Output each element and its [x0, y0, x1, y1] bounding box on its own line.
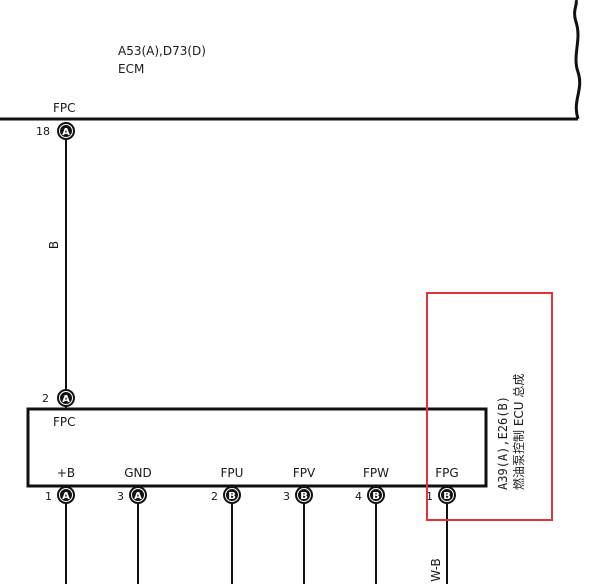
connector-letter: B: [300, 491, 308, 502]
ecu-pin-name: GND: [124, 466, 152, 480]
ecu-pin-name: +B: [57, 466, 75, 480]
connector-letter: B: [228, 491, 236, 502]
ecu-pin-number: 4: [355, 490, 362, 503]
ecu-pin-number: 3: [283, 490, 290, 503]
ecm-box: [0, 0, 582, 121]
ecm-connector-letter: A: [62, 127, 70, 138]
ecu-pin-number: 1: [426, 490, 433, 503]
ecm-title-line2: ECM: [118, 62, 144, 76]
ecu-pin-name: FPW: [363, 466, 389, 480]
connector-letter: A: [62, 491, 70, 502]
connector-letter: B: [372, 491, 380, 502]
connector-letter: A: [134, 491, 142, 502]
ecu-pin-number: 1: [45, 490, 52, 503]
ecu-pin-number: 2: [211, 490, 218, 503]
ecu-pin-name: FPU: [221, 466, 244, 480]
wire-fpg-color-label: W-B: [429, 558, 443, 582]
connector-letter: B: [443, 491, 451, 502]
ecm-pin-name: FPC: [53, 101, 76, 115]
ecu-top-connector-marker: A: [57, 389, 75, 407]
ecm-pin-number: 18: [36, 125, 50, 138]
ecm-title-line1: A53(A),D73(D): [118, 44, 206, 58]
ecu-top-connector-letter: A: [62, 394, 70, 405]
ecu-name-line1: A39(A),E26(B): [496, 396, 510, 490]
ecm-connector-marker: A: [57, 122, 75, 140]
highlight-box: [426, 292, 553, 521]
fuel-pump-ecu-box: [26, 407, 488, 488]
ecu-top-pin-name: FPC: [53, 415, 76, 429]
ecu-top-pin-number: 2: [42, 392, 49, 405]
ecu-pin-name: FPV: [293, 466, 316, 480]
ecu-pin-name: FPG: [435, 466, 458, 480]
ecu-pin-number: 3: [117, 490, 124, 503]
ecu-name: A39(A),E26(B) 燃油泵控制 ECU 总成: [496, 374, 526, 490]
ecu-name-line2: 燃油泵控制 ECU 总成: [511, 374, 526, 490]
wire-fpc-color-label: B: [47, 241, 61, 249]
